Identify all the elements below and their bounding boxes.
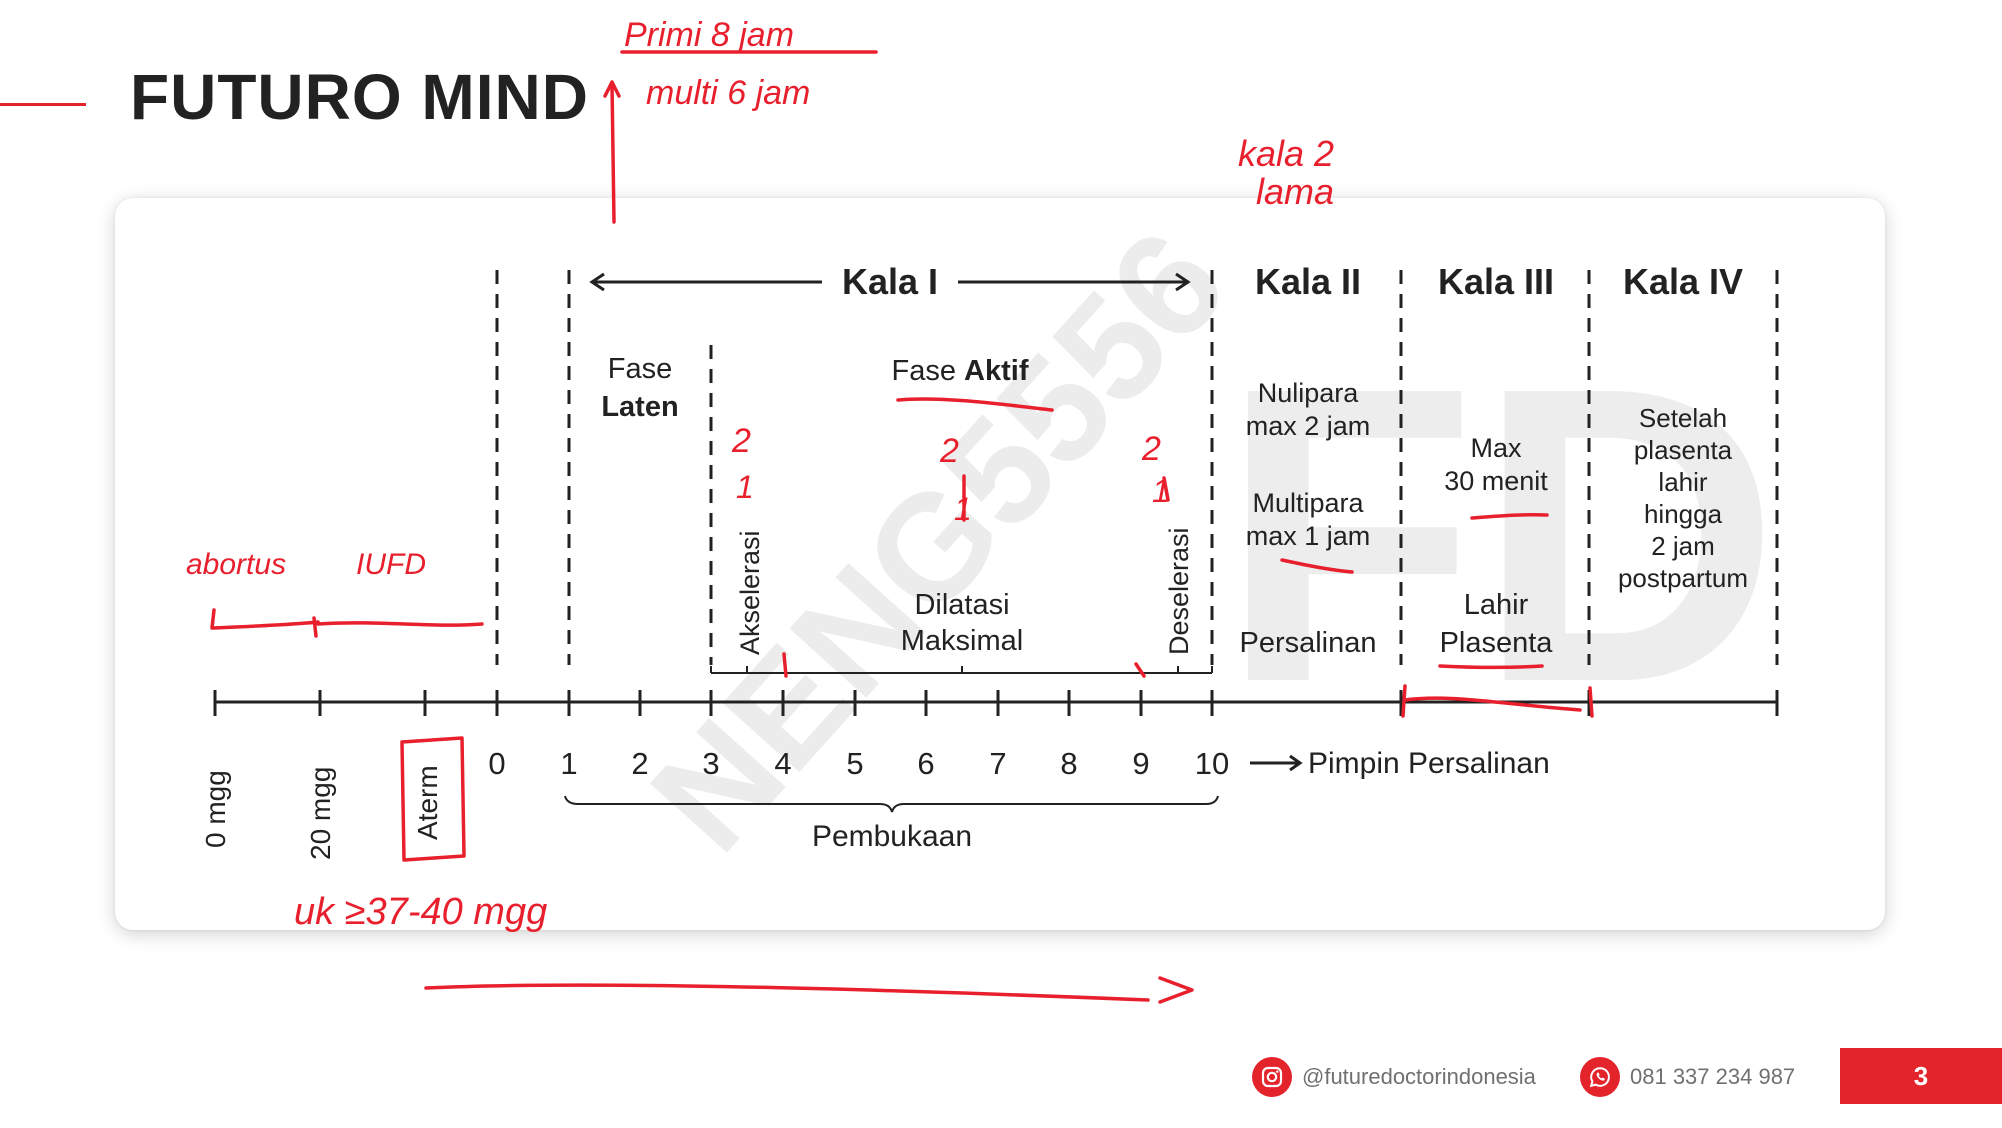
hw-kala2: kala 2: [1238, 133, 1334, 174]
kala4-line-6: postpartum: [1618, 563, 1748, 593]
handwritten-annotations: [210, 50, 1594, 1004]
hw-mark-aks: [782, 652, 788, 678]
multipara-line1: Multipara: [1252, 488, 1364, 518]
kala4-line-2: plasenta: [1634, 435, 1733, 465]
max-line2: 30 menit: [1444, 466, 1548, 496]
dilation-3: 3: [702, 746, 719, 781]
hw-uk: uk ≥37-40 mgg: [294, 891, 547, 933]
hw-two-des: 2: [1141, 430, 1161, 468]
hw-kala3-axis: [1401, 684, 1594, 718]
deselerasi-label: Deselerasi: [1164, 527, 1194, 655]
dilation-6: 6: [917, 746, 934, 781]
hw-bottom-arrow-head: [1158, 976, 1194, 1004]
stage-boundaries: [495, 270, 1779, 665]
whatsapp-icon: [1580, 1057, 1620, 1097]
plasenta-label: Plasenta: [1440, 627, 1554, 659]
active-phase-bracket: [710, 666, 1213, 674]
dilation-7: 7: [989, 746, 1006, 781]
fase-aktif-label: Fase Aktif: [892, 355, 1029, 387]
kala4-label: Kala IV: [1623, 261, 1743, 302]
kala4-line-1: Setelah: [1639, 403, 1727, 433]
akselerasi-label: Akselerasi: [735, 530, 765, 655]
dilatasi-line2: Maksimal: [901, 625, 1023, 657]
nulipara-line1: Nulipara: [1258, 378, 1360, 408]
hw-primi: Primi 8 jam: [624, 16, 794, 54]
hw-two-aktif: 2: [939, 432, 959, 470]
footer-instagram[interactable]: @futuredoctorindonesia: [1252, 1055, 1536, 1099]
multipara-line2: max 1 jam: [1246, 521, 1371, 551]
pimpin-arrow: [1250, 754, 1303, 772]
kala1-arrow: [589, 272, 1191, 292]
fase-laten-line2: Laten: [601, 391, 678, 423]
pembukaan-label: Pembukaan: [812, 820, 972, 853]
hw-iufd: IUFD: [356, 548, 426, 581]
dilation-5: 5: [846, 746, 863, 781]
dilation-1: 1: [560, 746, 577, 781]
hw-menit-underline: [1470, 512, 1549, 520]
kala1-label: Kala I: [842, 261, 938, 302]
instagram-handle: @futuredoctorindonesia: [1302, 1064, 1536, 1089]
title-accent-rule: [0, 103, 86, 106]
hw-one-aks: 1: [736, 469, 754, 505]
hw-lama: lama: [1256, 171, 1334, 212]
hw-plasenta-underline: [1438, 664, 1544, 670]
fase-laten-line1: Fase: [608, 353, 672, 385]
hw-two-aks: 2: [731, 422, 751, 460]
label-0-mgg: 0 mgg: [200, 770, 231, 848]
kala4-line-5: 2 jam: [1651, 531, 1715, 561]
hw-multi: multi 6 jam: [646, 74, 810, 112]
hw-up-arrow-head: [603, 80, 621, 98]
hw-mark-deselerasi: [1134, 662, 1146, 678]
footer-whatsapp[interactable]: 081 337 234 987: [1580, 1055, 1795, 1099]
dilatasi-line1: Dilatasi: [914, 589, 1009, 621]
hw-one-des: 1: [1152, 473, 1170, 509]
label-aterm: Aterm: [412, 765, 443, 840]
watermark-letters: FD: [1220, 301, 1780, 770]
pembukaan-bracket: [564, 795, 1219, 813]
dilation-2: 2: [631, 746, 648, 781]
dilation-9: 9: [1132, 746, 1149, 781]
dilation-4: 4: [774, 746, 791, 781]
hw-aterm-box: [400, 736, 466, 862]
hw-up-arrow: [610, 82, 616, 224]
nulipara-line2: max 2 jam: [1246, 411, 1371, 441]
dilation-0: 0: [488, 746, 505, 781]
hw-abortus-line: [210, 608, 484, 638]
dilation-10: 10: [1195, 746, 1229, 781]
hw-mark-lahir: [1162, 476, 1170, 502]
kala4-line-3: lahir: [1658, 467, 1707, 497]
hw-aktif-underline: [896, 397, 1054, 412]
page-title: FUTURO MIND: [130, 61, 589, 133]
max-line1: Max: [1470, 433, 1522, 463]
kala2-label: Kala II: [1255, 261, 1361, 302]
whatsapp-number: 081 337 234 987: [1630, 1064, 1796, 1089]
dilation-8: 8: [1060, 746, 1077, 781]
kala4-line-4: hingga: [1644, 499, 1723, 529]
timeline-axis: [213, 690, 1779, 716]
hw-abortus: abortus: [186, 548, 286, 581]
instagram-icon: [1252, 1057, 1292, 1097]
hw-jam-underline: [1280, 558, 1354, 574]
lahir-label: Lahir: [1464, 589, 1529, 621]
persalinan-label: Persalinan: [1239, 627, 1376, 659]
hw-one-aktif: 1: [954, 491, 972, 527]
label-20-mgg: 20 mgg: [305, 767, 336, 860]
page-number: 3: [1840, 1048, 2002, 1104]
pimpin-persalinan-label: Pimpin Persalinan: [1308, 747, 1550, 780]
hw-bottom-arrow: [424, 983, 1150, 1002]
kala3-label: Kala III: [1438, 261, 1554, 302]
